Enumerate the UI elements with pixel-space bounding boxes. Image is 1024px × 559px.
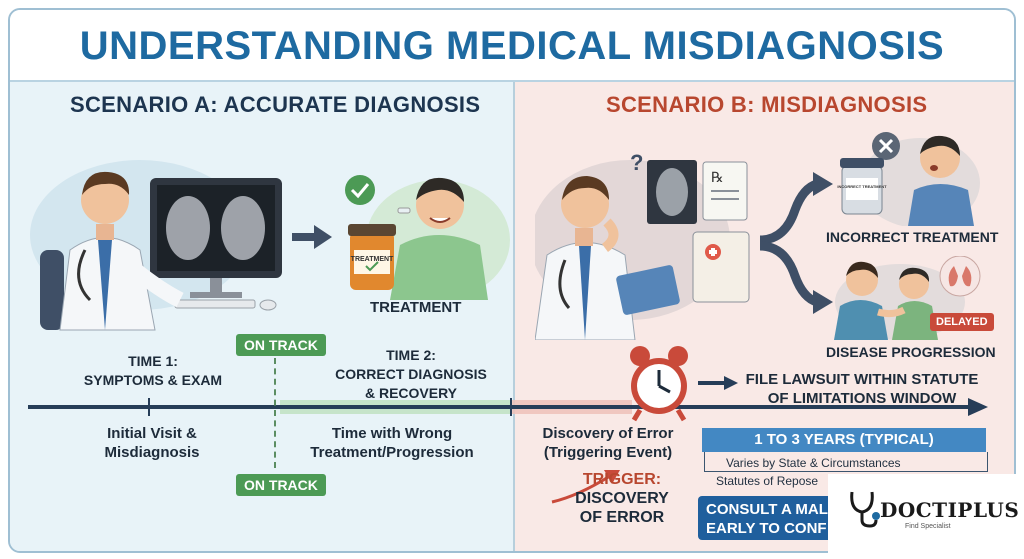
- incorrect-treatment-label: INCORRECT TREATMENT: [826, 229, 999, 245]
- time1-line2: SYMPTOMS & EXAM: [83, 372, 223, 388]
- lawsuit-bold: FILE LAWSUIT: [745, 371, 850, 388]
- discovery-line2: (Triggering Event): [543, 444, 673, 461]
- time2-line2: CORRECT DIAGNOSIS: [335, 366, 487, 382]
- lawsuit-label: FILE LAWSUIT WITHIN STATUTE OF LIMITATIO…: [742, 370, 982, 408]
- time1-line1: TIME 1:: [128, 353, 178, 369]
- time2-label: TIME 2: CORRECT DIAGNOSIS & RECOVERY: [322, 346, 500, 403]
- patient-recovering-illustration: TREATMENT: [345, 175, 510, 300]
- initial-line1: Initial Visit &: [107, 425, 197, 442]
- discovery-label: Discovery of Error (Triggering Event): [528, 424, 688, 462]
- scenario-a-heading: SCENARIO A: ACCURATE DIAGNOSIS: [70, 92, 481, 117]
- lawsuit-rest: WITHIN STATUTE: [849, 371, 979, 388]
- treatment-label: TREATMENT: [370, 299, 462, 316]
- timeline-axis: [28, 405, 978, 409]
- initial-visit-label: Initial Visit & Misdiagnosis: [82, 424, 222, 462]
- bottle-label-a: TREATMENT: [351, 256, 394, 263]
- statutes-of-repose-label: Statutes of Repose: [716, 474, 819, 488]
- years-bar: 1 TO 3 YEARS (TYPICAL): [702, 428, 986, 452]
- discovery-line1: Discovery of Error: [542, 425, 674, 442]
- disease-progression-label: DISEASE PROGRESSION: [826, 344, 996, 360]
- incorrect-treatment-illustration: INCORRECT TREATMENT: [837, 132, 980, 226]
- branch-arrows-icon: [759, 172, 833, 314]
- lawsuit-line2: OF LIMITATIONS WINDOW: [767, 390, 957, 407]
- trigger-label: TRIGGER: DISCOVERY OF ERROR: [572, 470, 672, 527]
- initial-line2: Misdiagnosis: [104, 444, 200, 461]
- on-track-badge-top: ON TRACK: [236, 334, 326, 356]
- lawsuit-arrow-icon: [698, 376, 738, 390]
- timeline-tick-mid: [510, 398, 512, 416]
- time1-label: TIME 1: SYMPTOMS & EXAM: [78, 352, 228, 390]
- trigger-arrow-icon: [551, 470, 620, 504]
- time2-line1: TIME 2:: [386, 347, 436, 363]
- wrong-treatment-label: Time with Wrong Treatment/Progression: [288, 424, 496, 462]
- consult-line2: EARLY TO CONF: [706, 520, 827, 537]
- doctor-monitor-illustration: [30, 160, 282, 331]
- doctor-thinking-illustration: ? ℞: [535, 150, 750, 340]
- stethoscope-logo-icon: [850, 491, 880, 528]
- timeline-tick-time1: [148, 398, 150, 416]
- on-track-badge-bottom: ON TRACK: [236, 474, 326, 496]
- logo-tagline: Find Specialist: [905, 523, 951, 530]
- wrong-line2: Treatment/Progression: [310, 444, 474, 461]
- alarm-clock-icon: [630, 346, 688, 422]
- title-bar: UNDERSTANDING MEDICAL MISDIAGNOSIS: [10, 10, 1014, 82]
- page-title: UNDERSTANDING MEDICAL MISDIAGNOSIS: [79, 24, 945, 68]
- logo-name: DOCTIPLUS: [880, 498, 1020, 522]
- trigger-line3: OF ERROR: [579, 509, 665, 526]
- svg-text:?: ?: [630, 150, 643, 175]
- delayed-badge: DELAYED: [930, 313, 994, 331]
- scenario-b-heading: SCENARIO B: MISDIAGNOSIS: [606, 92, 928, 117]
- timeline-arrowhead: [968, 398, 988, 416]
- years-note: Varies by State & Circumstances: [726, 456, 901, 470]
- time2-line3: & RECOVERY: [364, 385, 458, 401]
- arrow-right-icon: [292, 225, 332, 249]
- svg-text:℞: ℞: [711, 171, 724, 186]
- wrong-line1: Time with Wrong: [331, 425, 453, 442]
- panel-divider: [513, 82, 515, 551]
- trigger-line1: TRIGGER:: [582, 471, 662, 488]
- on-track-dashed-line: [274, 358, 276, 468]
- bottle-label-b: INCORRECT TREATMENT: [837, 184, 887, 189]
- years-bracket: [704, 452, 988, 472]
- consult-line1: CONSULT A MAL: [706, 501, 828, 518]
- trigger-line2: DISCOVERY: [575, 490, 669, 507]
- consult-callout: CONSULT A MAL EARLY TO CONF: [698, 496, 833, 540]
